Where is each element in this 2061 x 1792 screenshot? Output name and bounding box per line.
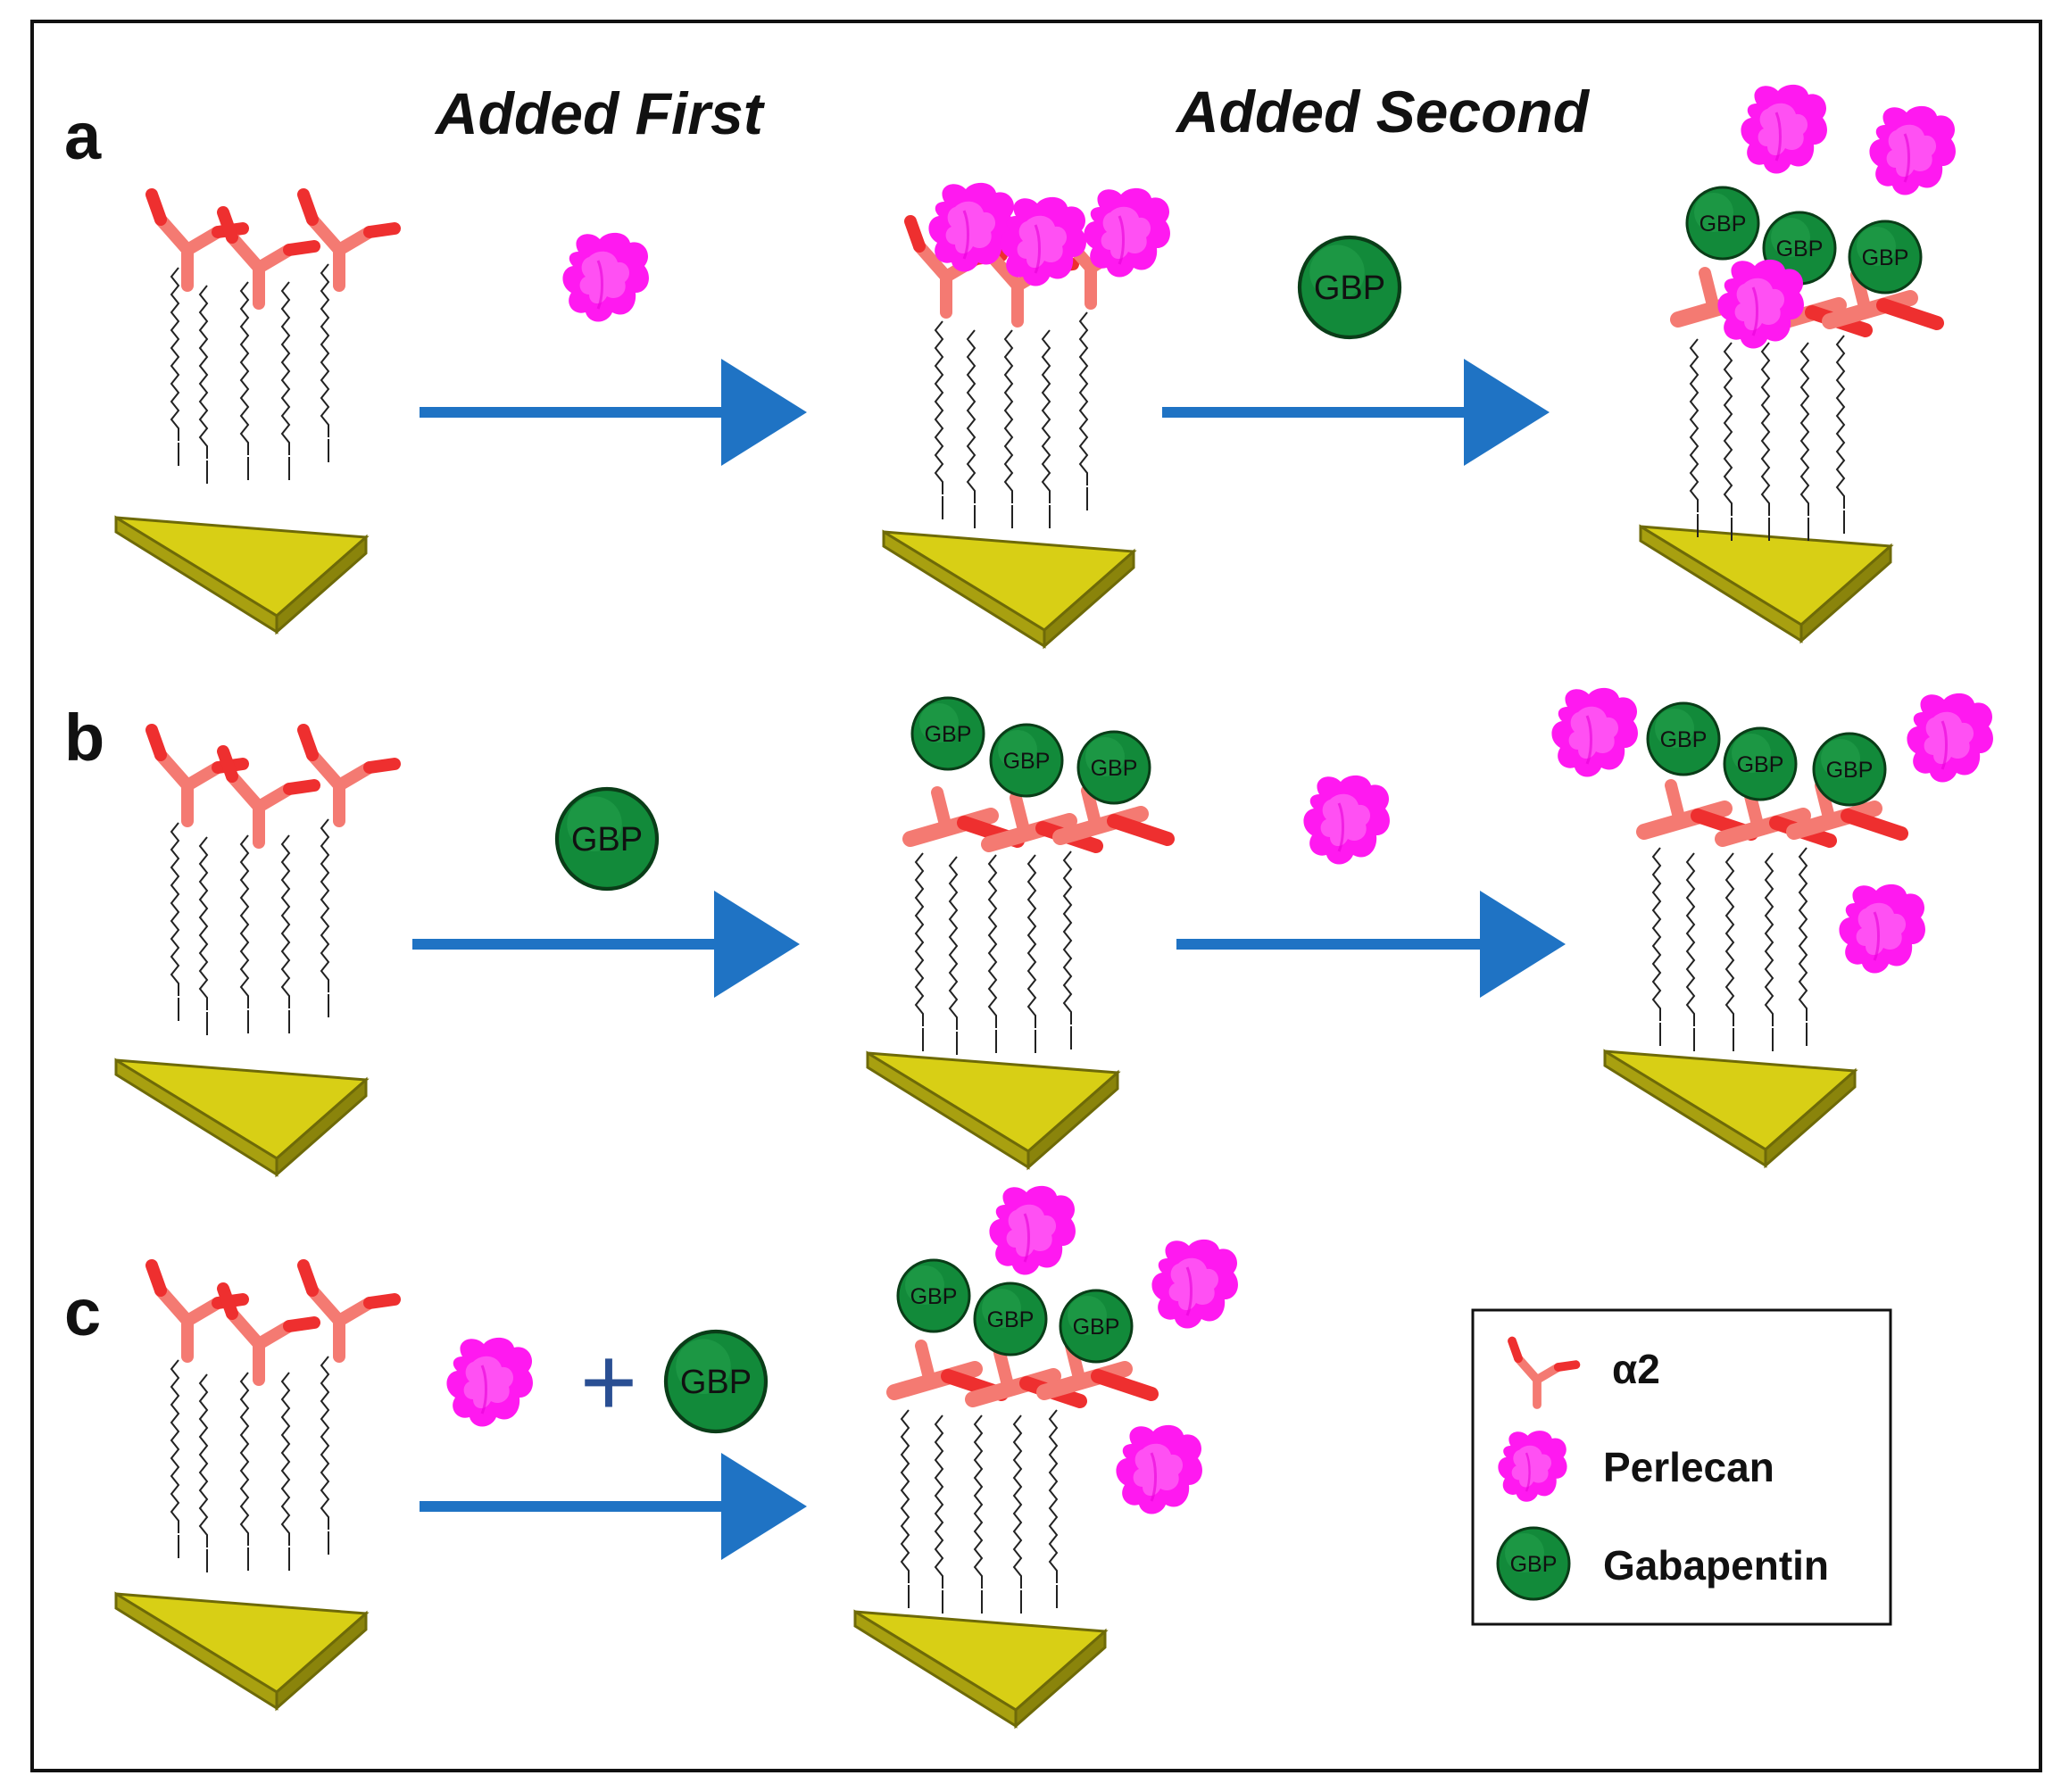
row-a-middle-surface xyxy=(882,530,1135,648)
row-a-initial-antibodies xyxy=(152,195,395,303)
svg-text:GBP: GBP xyxy=(1776,236,1824,261)
row-c-initial-surface xyxy=(114,1592,368,1710)
svg-text:GBP: GBP xyxy=(925,722,972,747)
svg-text:GBP: GBP xyxy=(1737,752,1784,777)
row-label-a: a xyxy=(64,99,102,173)
row-c-result-chains xyxy=(901,1409,1058,1614)
row-a-initial-surface xyxy=(114,516,368,634)
row-b-initial-chains xyxy=(170,818,329,1036)
legend-gabapentin-icon: GBP xyxy=(1496,1526,1571,1601)
row-a-initial-chains xyxy=(170,263,329,485)
svg-text:GBP: GBP xyxy=(1660,727,1708,752)
plus-sign: + xyxy=(580,1327,637,1437)
row-b-initial-antibodies xyxy=(152,730,395,842)
svg-text:GBP: GBP xyxy=(1826,758,1874,783)
heading-added-second: Added Second xyxy=(1175,79,1591,145)
svg-text:GBP: GBP xyxy=(1091,756,1138,781)
svg-text:GBP: GBP xyxy=(571,821,643,859)
row-a-final-gbp: GBP GBP GBP xyxy=(1685,186,1923,295)
svg-text:GBP: GBP xyxy=(1862,245,1909,270)
legend-alpha2-label: α2 xyxy=(1612,1346,1660,1392)
row-a-middle-perlecan-bound xyxy=(927,181,1172,287)
row-c-result-surface xyxy=(853,1610,1107,1728)
svg-text:GBP: GBP xyxy=(1510,1552,1558,1577)
legend-gabapentin-label: Gabapentin xyxy=(1603,1542,1829,1589)
row-b-initial-surface xyxy=(114,1058,368,1176)
row-a-reagent-gbp: GBP xyxy=(1300,237,1400,337)
svg-text:GBP: GBP xyxy=(1003,749,1051,774)
row-a-middle-chains xyxy=(935,311,1088,529)
row-c-result-gbp: GBP GBP GBP xyxy=(896,1258,1134,1364)
row-b-middle-surface xyxy=(866,1051,1119,1169)
row-a-reagent-perlecan xyxy=(561,231,651,323)
row-label-c: c xyxy=(64,1275,101,1349)
row-c-initial-antibodies xyxy=(152,1265,395,1380)
svg-text:GBP: GBP xyxy=(987,1307,1035,1332)
svg-text:GBP: GBP xyxy=(910,1284,958,1309)
row-b-middle-gbp: GBP GBP GBP xyxy=(910,696,1151,805)
heading-added-first: Added First xyxy=(434,80,766,146)
row-b-reagent-perlecan xyxy=(1301,774,1392,866)
row-a-final-surface xyxy=(1639,525,1892,643)
row-c-initial-chains xyxy=(170,1356,329,1573)
svg-text:GBP: GBP xyxy=(1073,1315,1120,1340)
svg-text:GBP: GBP xyxy=(1314,270,1385,307)
svg-text:GBP: GBP xyxy=(1699,212,1747,236)
row-label-b: b xyxy=(64,701,104,775)
row-b-final-chains xyxy=(1652,847,1808,1052)
row-a-final-chains xyxy=(1690,335,1845,542)
row-b-reagent-gbp: GBP xyxy=(557,789,657,889)
row-b-final-gbp: GBP GBP GBP xyxy=(1646,701,1887,807)
row-c-reagent-gbp: GBP xyxy=(666,1332,766,1431)
legend-perlecan-label: Perlecan xyxy=(1603,1444,1774,1490)
row-b-middle-chains xyxy=(915,850,1072,1056)
row-b-final-surface xyxy=(1603,1049,1857,1167)
svg-text:GBP: GBP xyxy=(680,1364,752,1401)
row-c-reagent-perlecan xyxy=(445,1336,535,1428)
figure-border xyxy=(30,20,2042,1772)
